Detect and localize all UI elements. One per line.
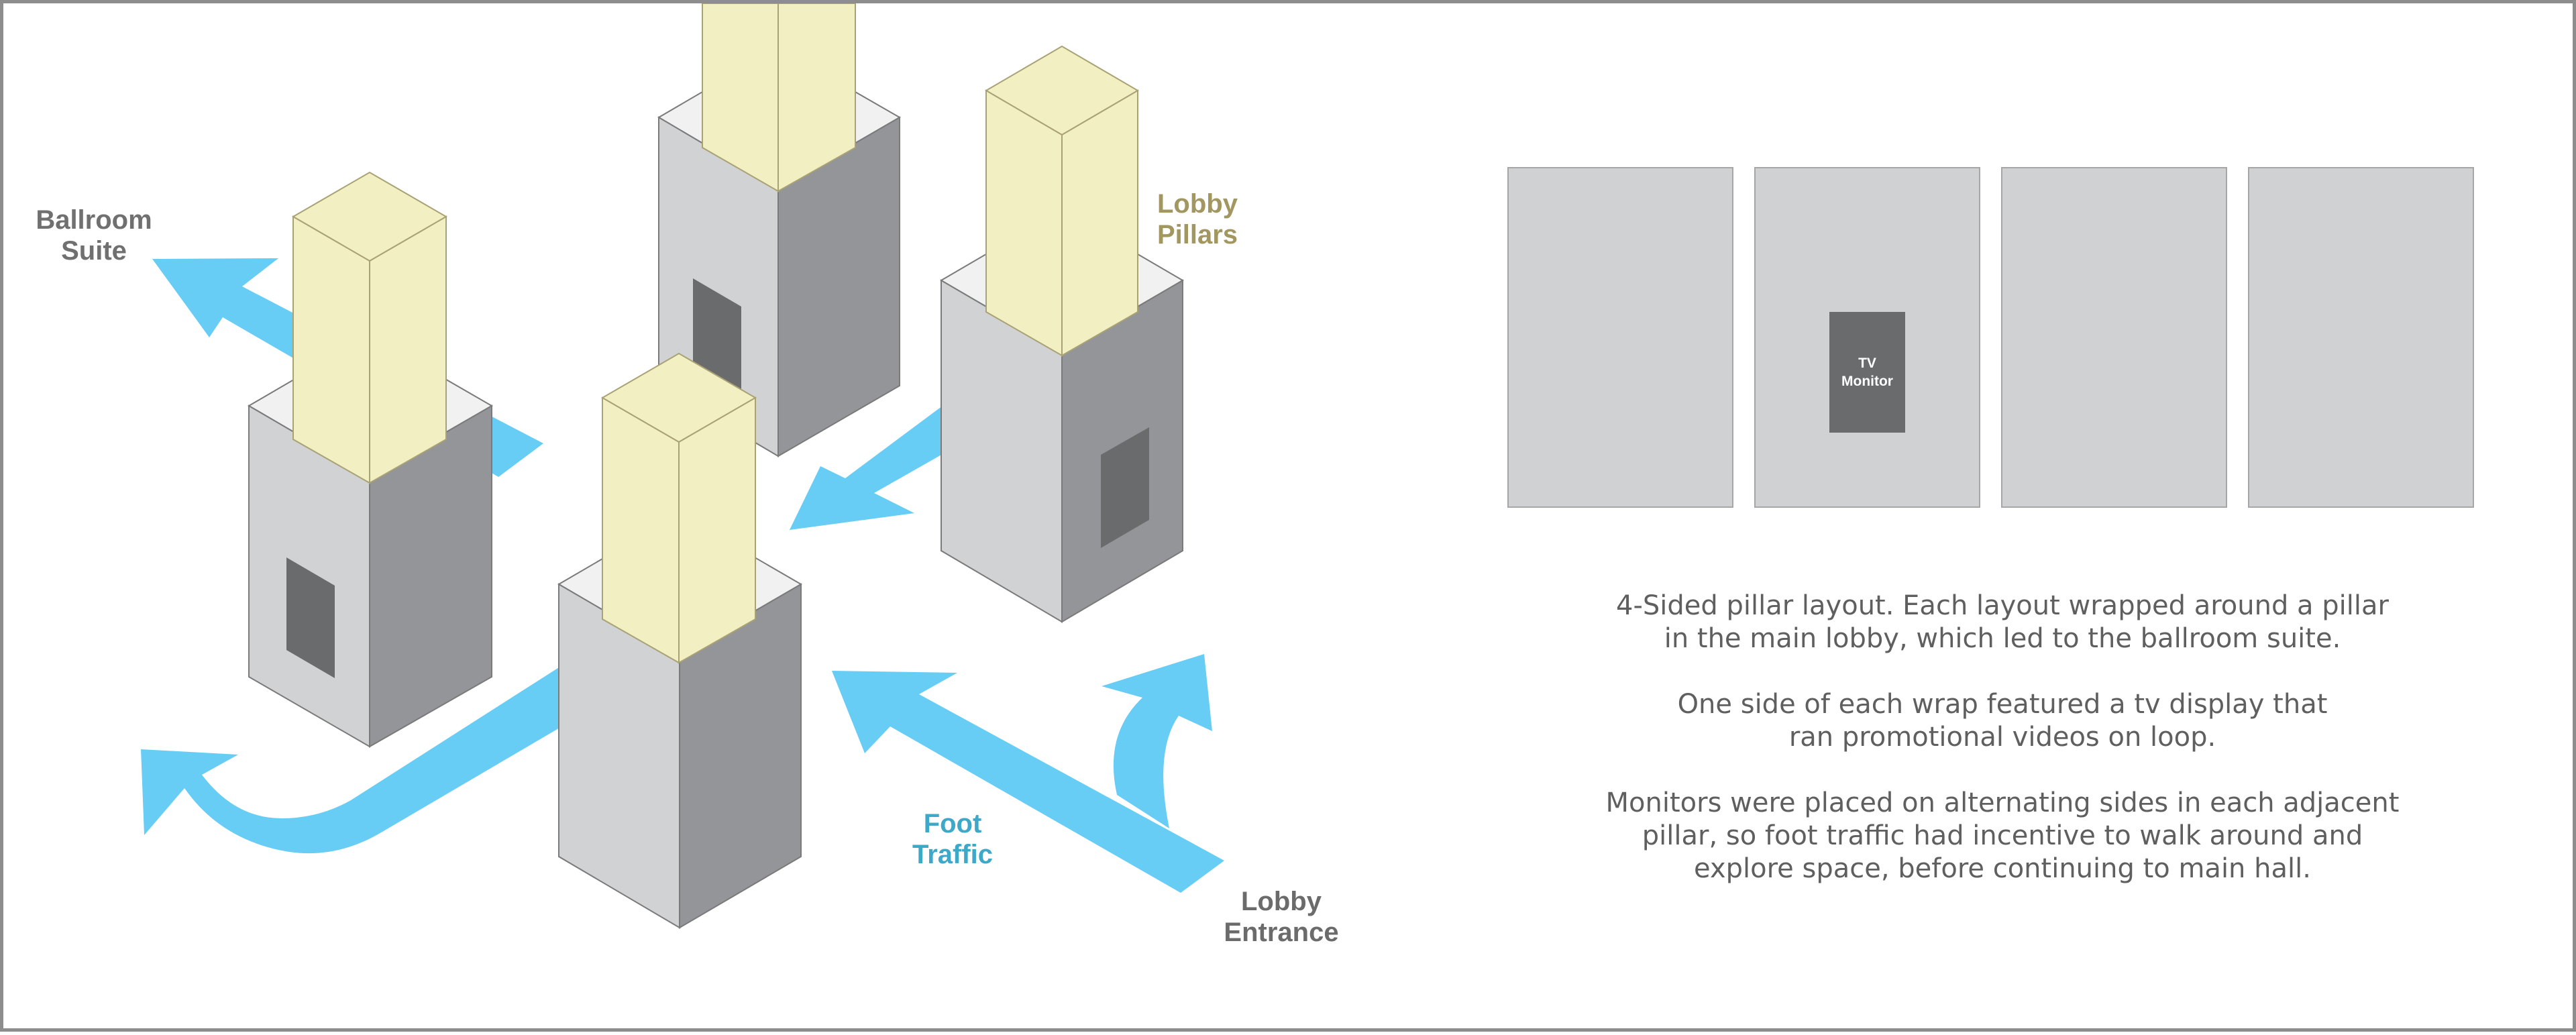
pillar-front-base-right — [679, 583, 802, 929]
label-foot-line-2: Traffic — [912, 840, 994, 869]
traffic-arrow-lower-left — [141, 664, 564, 854]
isometric-lobby-scene — [141, 3, 1224, 929]
pillar-left-column-right — [369, 215, 447, 484]
description-line: ran promotional videos on loop. — [1788, 722, 2216, 753]
pillar-left-column-left — [292, 215, 370, 484]
tv-label-line-1: TV — [1858, 356, 1876, 371]
tv-monitor-label: TV Monitor — [1829, 354, 1905, 390]
label-ballroom-line-1: Ballroom — [36, 205, 152, 235]
pillar-left-base-right — [369, 404, 492, 748]
pillar-right-column-right — [1061, 89, 1138, 357]
label-ballroom-suite: Ballroom Suite — [23, 205, 164, 266]
pillar-left — [248, 171, 494, 748]
pillar-back-base-right — [777, 116, 900, 457]
label-entrance-line-2: Entrance — [1224, 918, 1339, 947]
pillar-front-column-left — [602, 396, 680, 664]
label-foot-traffic: Foot Traffic — [882, 808, 1023, 870]
label-ballroom-line-2: Suite — [61, 236, 127, 266]
traffic-arrow-entrance — [832, 671, 1224, 893]
description-paragraph-3: Monitors were placed on alternating side… — [1566, 787, 2438, 885]
traffic-arrow-upward-curve — [1102, 654, 1212, 828]
pillar-left-tv-screen — [286, 557, 335, 678]
label-pillars-line-1: Lobby — [1157, 189, 1238, 219]
tv-label-line-2: Monitor — [1841, 374, 1893, 389]
label-lobby-pillars: Lobby Pillars — [1130, 188, 1265, 250]
pillar-right — [940, 45, 1184, 623]
description-line: One side of each wrap featured a tv disp… — [1677, 689, 2328, 720]
pillar-wrap-panel-1 — [1507, 167, 1733, 508]
description-line: 4-Sided pillar layout. Each layout wrapp… — [1616, 590, 2389, 621]
pillar-back-column-right — [777, 3, 856, 193]
label-entrance-line-1: Lobby — [1241, 887, 1322, 916]
label-lobby-entrance: Lobby Entrance — [1204, 886, 1358, 948]
description-line: in the main lobby, which led to the ball… — [1664, 623, 2341, 654]
pillar-wrap-panel-4 — [2248, 167, 2474, 508]
pillar-back — [657, 3, 902, 457]
description-paragraph-1: 4-Sided pillar layout. Each layout wrapp… — [1566, 590, 2438, 655]
pillar-front — [557, 352, 802, 929]
description-line: pillar, so foot traffic had incentive to… — [1642, 820, 2363, 851]
pillar-right-tv-screen — [1101, 427, 1149, 548]
pillar-wrap-panel-3 — [2001, 167, 2227, 508]
pillar-right-column-left — [985, 89, 1063, 357]
description-line: Monitors were placed on alternating side… — [1605, 787, 2400, 818]
tv-monitor-block: TV Monitor — [1829, 312, 1905, 433]
pillar-front-column-right — [678, 396, 756, 664]
description-line: explore space, before continuing to main… — [1694, 853, 2311, 884]
label-foot-line-1: Foot — [923, 809, 982, 838]
description-paragraph-2: One side of each wrap featured a tv disp… — [1566, 688, 2438, 754]
description-text: 4-Sided pillar layout. Each layout wrapp… — [1566, 590, 2438, 918]
traffic-arrow-middle — [790, 406, 943, 530]
label-pillars-line-2: Pillars — [1157, 220, 1238, 250]
